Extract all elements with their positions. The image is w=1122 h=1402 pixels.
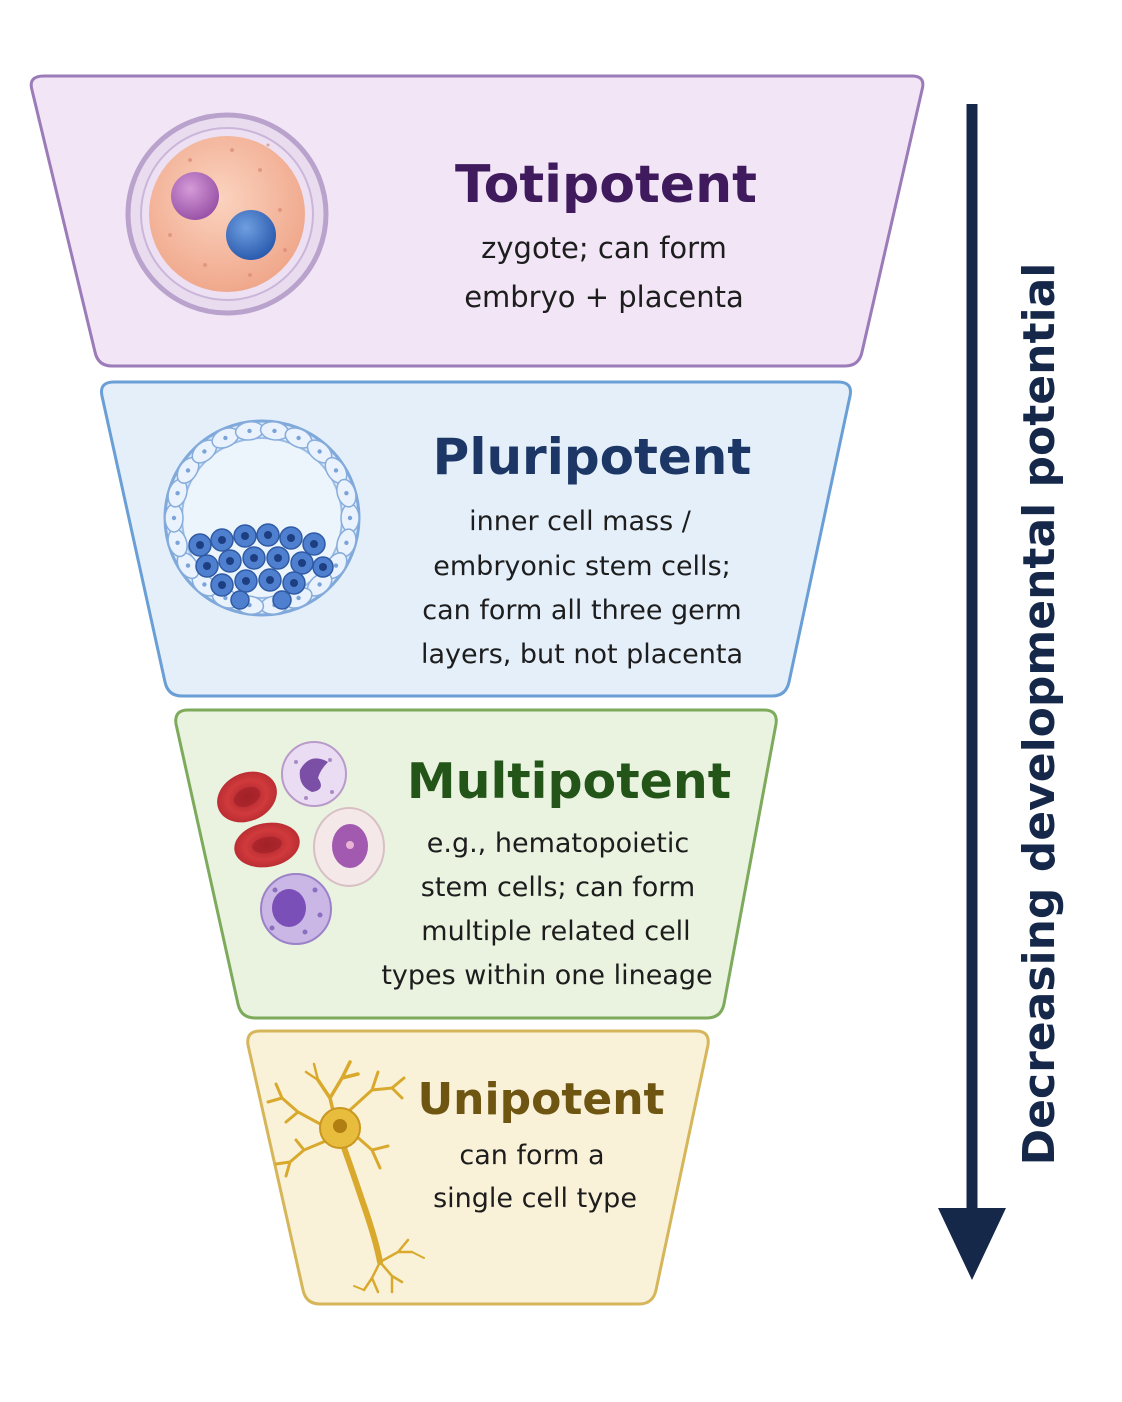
tier-pluripotent-line-1: inner cell mass / <box>469 506 692 537</box>
trophectoderm-nucleus <box>175 540 180 545</box>
trophectoderm-nucleus <box>333 563 339 568</box>
trophectoderm-nucleus <box>171 515 177 521</box>
tier-pluripotent-title: Pluripotent <box>433 428 752 486</box>
tier-pluripotent-line-3: can form all three germ <box>422 595 741 626</box>
neuron-icon <box>266 1060 425 1294</box>
zygote-icon <box>125 112 329 316</box>
tier-multipotent-line-3: multiple related cell <box>421 916 690 947</box>
trophectoderm-nucleus <box>272 428 277 434</box>
trophectoderm-nucleus <box>202 582 207 587</box>
tier-totipotent-line-2: embryo + placenta <box>464 280 744 314</box>
tier-multipotent-line-4: types within one lineage <box>381 960 712 991</box>
tier-totipotent-line-1: zygote; can form <box>481 231 727 265</box>
tier-pluripotent: Pluripotent inner cell mass / embryonic … <box>100 380 852 698</box>
trophectoderm-nucleus <box>296 595 301 601</box>
trophectoderm-nucleus <box>223 435 228 441</box>
tier-multipotent-title: Multipotent <box>407 753 731 810</box>
trophectoderm-nucleus <box>175 491 180 496</box>
blood-cells-icon <box>217 741 385 945</box>
tier-pluripotent-line-2: embryonic stem cells; <box>433 551 730 582</box>
trophectoderm-nucleus <box>247 428 252 434</box>
tier-unipotent-title: Unipotent <box>417 1074 664 1125</box>
arrow-label: Decreasing developmental potential <box>1014 263 1065 1166</box>
trophectoderm-nucleus <box>185 563 191 568</box>
trophectoderm-nucleus <box>344 540 349 545</box>
trophectoderm-nucleus <box>333 468 339 473</box>
trophectoderm-nucleus <box>202 449 207 454</box>
tier-totipotent: Totipotent zygote; can form embryo + pla… <box>29 74 925 368</box>
neuron-nucleus <box>333 1119 347 1133</box>
tier-multipotent-line-2: stem cells; can form <box>421 872 695 903</box>
trophectoderm-nucleus <box>223 595 228 601</box>
trophectoderm-nucleus <box>347 515 353 521</box>
tier-multipotent-line-1: e.g., hematopoietic <box>427 828 689 859</box>
tier-multipotent: Multipotent e.g., hematopoietic stem cel… <box>174 708 778 1020</box>
tier-pluripotent-line-4: layers, but not placenta <box>421 639 743 670</box>
blastocyst-icon <box>163 419 361 617</box>
decreasing-potential-arrow: Decreasing developmental potential <box>938 104 1065 1280</box>
trophectoderm-nucleus <box>344 491 349 496</box>
trophectoderm-nucleus <box>317 449 322 454</box>
trophectoderm-nucleus <box>317 582 322 587</box>
tier-totipotent-title: Totipotent <box>455 155 757 215</box>
arrow-head-icon <box>938 1208 1006 1280</box>
tier-unipotent: Unipotent can form a single cell type <box>246 1029 710 1306</box>
trophectoderm-nucleus <box>185 468 191 473</box>
tier-unipotent-line-1: can form a <box>459 1140 604 1171</box>
trophectoderm-nucleus <box>296 435 301 441</box>
tier-unipotent-line-2: single cell type <box>433 1183 637 1214</box>
